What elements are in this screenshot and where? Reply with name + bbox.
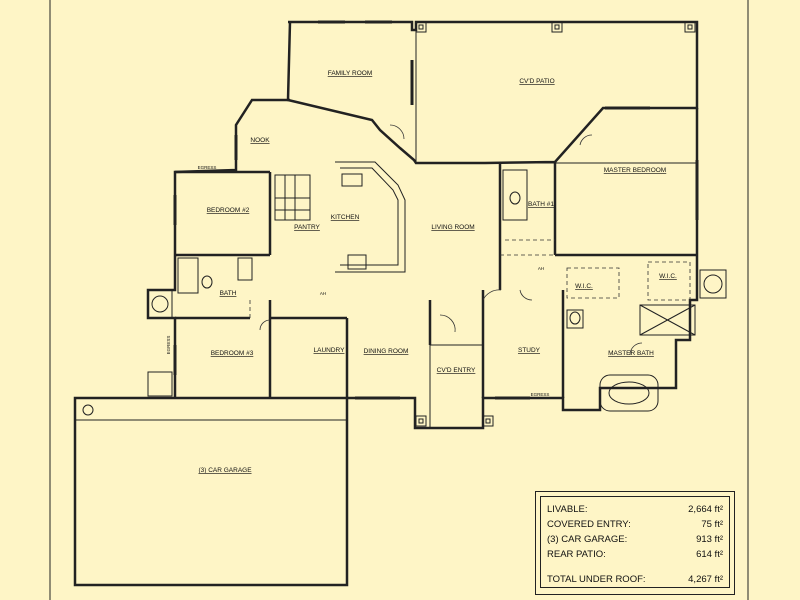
patio-posts [415, 21, 696, 427]
room-label-nook: NOOK [250, 137, 270, 144]
area-value: 2,664 ft² [688, 504, 723, 515]
area-row-livable: LIVABLE: 2,664 ft² [547, 502, 723, 517]
room-label-patio: CV'D PATIO [519, 78, 554, 85]
room-label-laundry: LAUNDRY [314, 347, 346, 354]
room-label-bedroom3: BEDROOM #3 [211, 350, 254, 357]
room-label-living: LIVING ROOM [431, 224, 474, 231]
room-label-bath1: BATH #1 [528, 201, 554, 208]
area-label: (3) CAR GARAGE: [547, 534, 628, 545]
room-label-kitchen: KITCHEN [331, 214, 360, 221]
bath-fixtures [177, 169, 696, 412]
water-heater [82, 404, 94, 416]
room-label-bedroom2: BEDROOM #2 [207, 207, 250, 214]
room-label-bath: BATH [220, 290, 237, 297]
area-row-covered-entry: COVERED ENTRY: 75 ft² [547, 517, 723, 532]
area-row-total: TOTAL UNDER ROOF: 4,267 ft² [547, 572, 723, 587]
room-label-entry: CV'D ENTRY [437, 367, 476, 374]
area-value: 75 ft² [701, 519, 723, 530]
room-label-master-bath: MASTER BATH [608, 350, 654, 357]
pantry-shelves [274, 174, 311, 221]
area-label: REAR PATIO: [547, 549, 606, 560]
egress-label-2: EGRESS [531, 392, 550, 397]
room-label-wic-1: W.I.C. [659, 273, 677, 280]
area-summary-table: LIVABLE: 2,664 ft² COVERED ENTRY: 75 ft²… [535, 491, 735, 595]
area-summary-inner: LIVABLE: 2,664 ft² COVERED ENTRY: 75 ft²… [540, 496, 730, 588]
egress-label-1: EGRESS [198, 165, 217, 170]
area-label: LIVABLE: [547, 504, 588, 515]
garage-closet [147, 371, 173, 397]
room-label-wic-2: W.I.C. [575, 283, 593, 290]
closets [249, 239, 691, 318]
exterior-walls-east [347, 108, 699, 430]
windows [173, 20, 699, 400]
entry-outline [429, 344, 484, 429]
area-total-label: TOTAL UNDER ROOF: [547, 574, 646, 585]
kitchen-counters [335, 161, 406, 273]
room-label-master-bedroom: MASTER BEDROOM [604, 167, 666, 174]
area-value: 913 ft² [696, 534, 723, 545]
room-label-study: STUDY [518, 347, 541, 354]
ac-units [147, 269, 727, 319]
room-label-dining: DINING ROOM [364, 348, 409, 355]
ah-label-2: AH [538, 266, 544, 271]
area-row-rear-patio: REAR PATIO: 614 ft² [547, 547, 723, 562]
room-label-family: FAMILY ROOM [328, 70, 373, 77]
patio-outline [415, 21, 698, 164]
area-row-garage: (3) CAR GARAGE: 913 ft² [547, 532, 723, 547]
area-total-value: 4,267 ft² [688, 574, 723, 585]
room-label-garage: (3) CAR GARAGE [198, 467, 252, 474]
exterior-walls [286, 20, 699, 165]
ah-label-1: AH [320, 291, 326, 296]
room-label-pantry: PANTRY [294, 224, 320, 231]
egress-label-3: EGRESS [166, 336, 171, 355]
area-value: 614 ft² [696, 549, 723, 560]
garage-walls [73, 396, 349, 587]
door-swings [259, 124, 643, 356]
area-label: COVERED ENTRY: [547, 519, 631, 530]
